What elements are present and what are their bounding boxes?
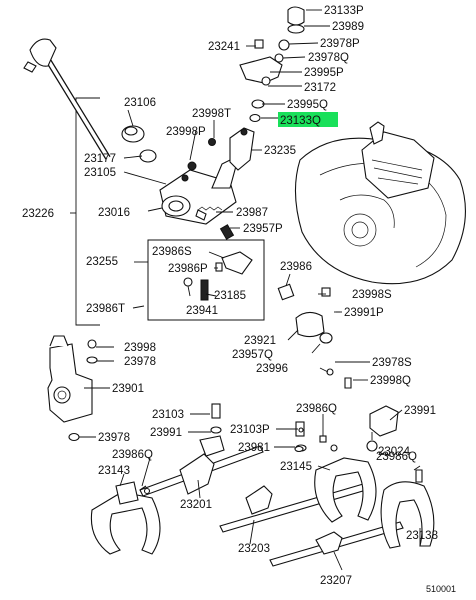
label-23103P: 23103P <box>230 424 270 436</box>
label-23995P: 23995P <box>304 67 344 79</box>
label-23024: 23024 <box>378 446 411 458</box>
label-23133P: 23133P <box>324 5 364 17</box>
label-23255: 23255 <box>86 256 118 268</box>
label-23138: 23138 <box>406 530 438 542</box>
highlight-23133Q <box>278 112 338 127</box>
label-23978-b: 23978 <box>98 432 130 444</box>
shift-lever-rod <box>23 38 111 160</box>
sub-assembly-box <box>147 239 265 321</box>
label-23226: 23226 <box>22 208 54 220</box>
label-23921: 23921 <box>244 335 276 347</box>
label-23207: 23207 <box>320 575 352 587</box>
label-23978Q: 23978Q <box>308 52 349 64</box>
label-23986Q-a: 23986Q <box>296 403 337 415</box>
label-23957P: 23957P <box>243 223 283 235</box>
label-23998: 23998 <box>124 342 156 354</box>
label-23986T: 23986T <box>86 303 125 315</box>
label-23998Q: 23998Q <box>370 375 411 387</box>
label-23941: 23941 <box>186 305 218 317</box>
label-23978: 23978 <box>124 356 156 368</box>
label-23998P: 23998P <box>166 126 206 138</box>
label-23981: 23981 <box>238 442 270 454</box>
part-23987 <box>197 206 223 211</box>
label-23995Q: 23995Q <box>287 99 328 111</box>
shift-rods-forks <box>90 403 435 567</box>
label-23103: 23103 <box>152 409 184 421</box>
label-23986P: 23986P <box>168 263 208 275</box>
label-23143: 23143 <box>98 465 130 477</box>
leader-lines <box>79 9 421 571</box>
label-23986S: 23986S <box>152 246 192 258</box>
label-23991P: 23991P <box>344 307 384 319</box>
label-23987: 23987 <box>236 207 268 219</box>
label-23986Q-b: 23986Q <box>112 449 153 461</box>
label-23235: 23235 <box>264 145 296 157</box>
label-23957Q: 23957Q <box>232 349 273 361</box>
label-23201: 23201 <box>180 499 212 511</box>
label-23145: 23145 <box>280 461 312 473</box>
label-23986: 23986 <box>280 261 312 273</box>
label-23172: 23172 <box>304 82 336 94</box>
label-23986Q-c: 23986Q <box>376 451 417 463</box>
label-23998S: 23998S <box>352 289 392 301</box>
label-23105: 23105 <box>84 167 116 179</box>
label-23185: 23185 <box>214 290 246 302</box>
label-23901: 23901 <box>112 383 144 395</box>
part-23106 <box>121 125 157 163</box>
label-23203: 23203 <box>238 543 270 555</box>
interlock-parts <box>277 283 352 389</box>
label-23177: 23177 <box>84 153 116 165</box>
part-23235 <box>208 127 255 171</box>
label-23991-a: 23991 <box>150 427 182 439</box>
part-23901 <box>47 335 98 442</box>
label-23978S: 23978S <box>372 357 412 369</box>
transmission-case <box>294 121 466 285</box>
assembly-bracket <box>70 97 100 326</box>
label-23991-b: 23991 <box>404 405 436 417</box>
label-23998T: 23998T <box>192 108 231 120</box>
box-contents <box>183 251 253 301</box>
label-23133Q: 23133Q <box>280 115 321 127</box>
label-23106: 23106 <box>124 97 156 109</box>
label-23016: 23016 <box>98 207 130 219</box>
part-labels: 23133P 23989 23978P 23241 23978Q 23995P … <box>22 5 456 594</box>
label-23989: 23989 <box>332 21 364 33</box>
label-23241: 23241 <box>208 41 240 53</box>
part-23957P <box>219 224 235 240</box>
label-23978P: 23978P <box>320 38 360 50</box>
part-23016 <box>159 159 237 225</box>
diagram-code: 510001 <box>426 584 456 594</box>
label-23996: 23996 <box>256 363 288 375</box>
top-parts-stack <box>239 6 305 123</box>
